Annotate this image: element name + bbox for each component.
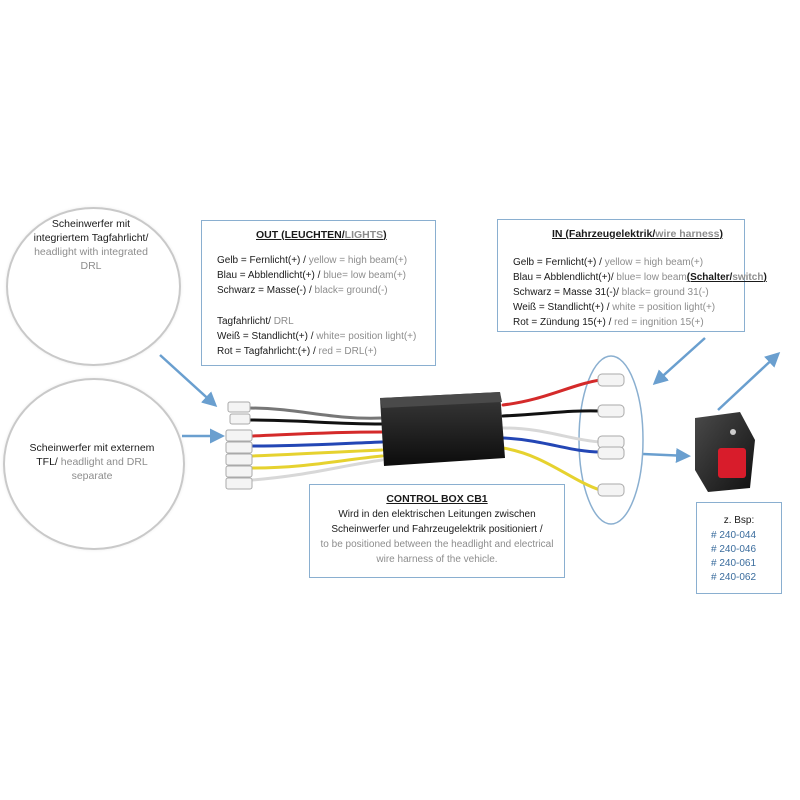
headlight-external-caption: Scheinwerfer mit externem TFL/ headlight…: [14, 441, 170, 483]
drl-heading: Tagfahrlicht/ DRL: [217, 314, 416, 329]
wire-en: blue= low beam: [616, 272, 687, 283]
switch-de: (Schalter/: [686, 272, 733, 283]
wire-row: Schwarz = Masse(-) / black= ground(-): [217, 283, 407, 298]
arrow-to-out-connectors: [159, 354, 218, 408]
wire-de: Schwarz = Masse(-) /: [217, 285, 315, 296]
example-parts-list: # 240-044 # 240-046 # 240-061 # 240-062: [711, 529, 756, 585]
caption-line: Scheinwerfer mit externem: [29, 442, 155, 454]
out-lights-box: OUT (LEUCHTEN/LIGHTS) Gelb = Fernlicht(+…: [201, 220, 436, 366]
control-box-info: CONTROL BOX CB1 Wird in den elektrischen…: [309, 484, 565, 578]
wire-de: Blau = Abblendlicht(+)/: [513, 272, 617, 283]
title-de: IN (Fahrzeugelektrik/: [552, 228, 656, 240]
wire-de: Blau = Abblendlicht(+) /: [217, 270, 324, 281]
wire-de: Weiß = Standlicht(+) /: [217, 331, 317, 342]
headlight-integrated-caption: Scheinwerfer mit integriertem Tagfahrlic…: [16, 217, 166, 273]
control-box-description: Wird in den elektrischen Leitungen zwisc…: [310, 507, 564, 567]
arrow-in-to-connectors: [652, 337, 706, 386]
wire-en: red = ingnition 15(+): [614, 317, 704, 328]
wire-de: Gelb = Fernlicht(+) /: [217, 255, 309, 266]
out-connectors: [225, 401, 253, 490]
switch-note: (Schalter/switch): [687, 272, 767, 283]
wire-de: Gelb = Fernlicht(+) /: [513, 257, 605, 268]
wire-row: Rot = Tagfahrlicht:(+) / red = DRL(+): [217, 344, 416, 359]
title-en: LIGHTS: [344, 229, 384, 241]
wire-de: Rot = Tagfahrlicht:(+) /: [217, 346, 319, 357]
wire-row: Gelb = Fernlicht(+) / yellow = high beam…: [513, 255, 767, 270]
caption-line-en: DRL: [80, 260, 102, 272]
title-de: OUT (LEUCHTEN/: [256, 229, 345, 241]
out-wires: [246, 406, 384, 482]
part-number: # 240-062: [711, 572, 757, 583]
caption-line-en: headlight with integrated: [34, 246, 148, 258]
wire-row: Rot = Zündung 15(+) / red = ingnition 15…: [513, 315, 767, 330]
caption-line: Scheinwerfer mit: [51, 218, 131, 230]
wire-row: Weiß = Standlicht(+) / white= position l…: [217, 329, 416, 344]
description-line-de: Scheinwerfer und Fahrzeugelektrik positi…: [331, 524, 543, 535]
caption-line-en: headlight and DRL: [60, 456, 148, 468]
part-number: # 240-061: [711, 558, 757, 569]
in-wire-list: Gelb = Fernlicht(+) / yellow = high beam…: [513, 255, 767, 330]
drl-heading-de: Tagfahrlicht/: [217, 316, 274, 327]
arrow-connectors-to-switch: [642, 447, 691, 463]
title-end: ): [383, 229, 387, 241]
out-box-title: OUT (LEUCHTEN/LIGHTS): [256, 229, 387, 241]
caption-line-en: separate: [71, 470, 113, 482]
wire-en: white = position light(+): [612, 302, 716, 313]
title-end: ): [719, 228, 723, 240]
headlight-integrated-circle: [6, 207, 181, 366]
handlebar-switch-icon: [695, 412, 755, 492]
in-connectors: [597, 373, 625, 497]
caption-line: TFL/ headlight and DRL: [14, 455, 170, 469]
control-box-device: [380, 392, 505, 466]
wire-row: Weiß = Standlicht(+) / white = position …: [513, 300, 767, 315]
wire-en: black= ground(-): [314, 285, 388, 296]
wire-en: red = DRL(+): [318, 346, 377, 357]
caption-line: integriertem Tagfahrlicht/: [33, 232, 149, 244]
description-line-en: to be positioned between the headlight a…: [320, 539, 554, 550]
caption-line-de: TFL/: [36, 456, 58, 468]
out-wire-list: Gelb = Fernlicht(+) / yellow = high beam…: [217, 253, 407, 298]
title-en: wire harness: [655, 228, 720, 240]
description-line-de: Wird in den elektrischen Leitungen zwisc…: [338, 509, 536, 520]
wire-en: blue= low beam(+): [323, 270, 407, 281]
switch-en: switch: [732, 272, 764, 283]
wire-row: Gelb = Fernlicht(+) / yellow = high beam…: [217, 253, 407, 268]
wire-de: Schwarz = Masse 31(-)/: [513, 287, 622, 298]
in-box-title: IN (Fahrzeugelektrik/wire harness): [552, 228, 723, 240]
control-box-title: CONTROL BOX CB1: [386, 493, 488, 505]
arrow-to-in-box: [717, 351, 781, 411]
wire-row: Schwarz = Masse 31(-)/ black= ground 31(…: [513, 285, 767, 300]
switch-end: ): [763, 272, 767, 283]
wire-en: yellow = high beam(+): [604, 257, 704, 268]
part-number: # 240-044: [711, 530, 757, 541]
wire-en: yellow = high beam(+): [308, 255, 408, 266]
wire-en: black= ground 31(-): [621, 287, 709, 298]
wire-row: Blau = Abblendlicht(+) / blue= low beam(…: [217, 268, 407, 283]
wire-de: Rot = Zündung 15(+) /: [513, 317, 615, 328]
part-number: # 240-046: [711, 544, 757, 555]
headlight-external-circle: [3, 378, 185, 550]
in-wire-harness-box: IN (Fahrzeugelektrik/wire harness) Gelb …: [497, 219, 767, 332]
wire-en: white= position light(+): [316, 331, 417, 342]
drl-heading-en: DRL: [273, 316, 294, 327]
description-line-en: wire harness of the vehicle.: [376, 554, 498, 565]
out-drl-list: Tagfahrlicht/ DRL Weiß = Standlicht(+) /…: [217, 314, 416, 359]
example-parts-heading: z. Bsp:: [723, 515, 755, 526]
wire-de: Weiß = Standlicht(+) /: [513, 302, 613, 313]
in-wires: [501, 378, 602, 492]
example-parts-box: z. Bsp: # 240-044 # 240-046 # 240-061 # …: [696, 502, 782, 594]
wire-row: Blau = Abblendlicht(+)/ blue= low beam(S…: [513, 270, 767, 285]
